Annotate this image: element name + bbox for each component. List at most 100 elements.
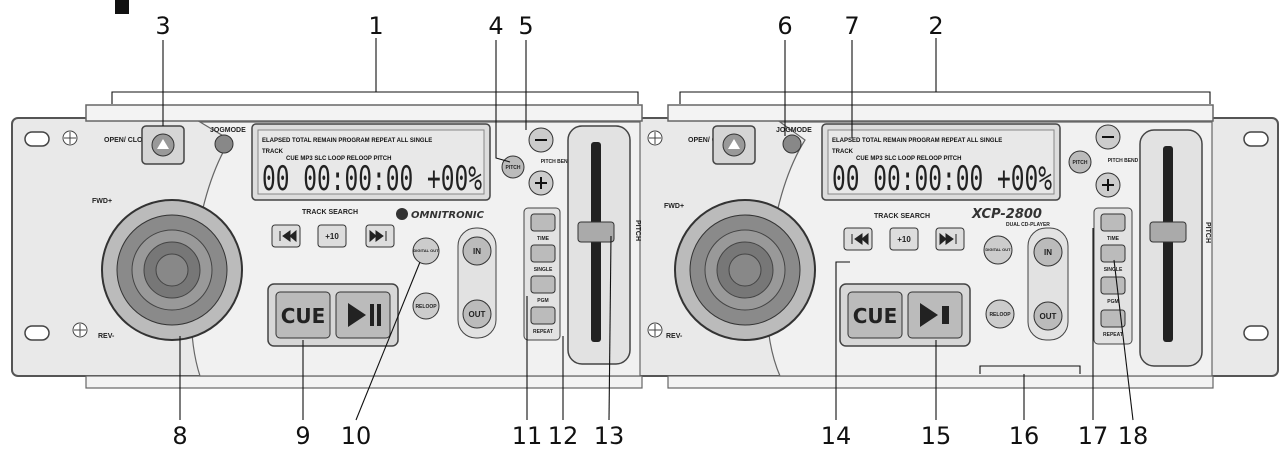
- loop-in-button[interactable]: [462, 236, 492, 266]
- pitch-bend-label: PITCH BEND: [541, 159, 572, 165]
- skip-back-icon: [279, 229, 297, 243]
- track-search-prev-button[interactable]: [271, 224, 301, 248]
- pitch-fader[interactable]: [1139, 129, 1203, 367]
- screw-icon: [62, 130, 78, 146]
- jogmode-button[interactable]: [782, 134, 802, 154]
- lcd-display: ELAPSED TOTAL REMAIN PROGRAM REPEAT ALL …: [821, 123, 1061, 201]
- track-search-plus10-button[interactable]: [889, 227, 919, 251]
- time-label: TIME: [1107, 236, 1120, 242]
- brand-omnitronic: OMNITRONIC: [411, 210, 485, 221]
- open-close-button[interactable]: [712, 125, 756, 165]
- callout-line-18: [1113, 259, 1134, 421]
- track-search-label: TRACK SEARCH: [874, 213, 930, 220]
- jog-wheel[interactable]: [101, 199, 243, 341]
- single-label: SINGLE: [1104, 267, 1123, 273]
- loop-out-label: OUT: [1040, 312, 1057, 321]
- eject-icon: [728, 139, 740, 149]
- track-search-next-button[interactable]: [935, 227, 965, 251]
- callout-line-2: [679, 38, 1211, 104]
- callout-line-1: [111, 38, 639, 104]
- callout-15: 15: [921, 422, 952, 450]
- open-close-button[interactable]: [141, 125, 185, 165]
- reloop-button[interactable]: [412, 292, 440, 320]
- callout-line-14: [835, 261, 850, 420]
- skip-forward-icon: [939, 232, 957, 246]
- callout-2: 2: [928, 12, 943, 40]
- cue-label: CUE: [281, 304, 326, 328]
- single-button[interactable]: [1100, 244, 1126, 263]
- play-pause-button[interactable]: [907, 291, 963, 339]
- lcd-track-label: TRACK: [262, 149, 284, 155]
- jogmode-label: JOGMODE: [210, 127, 246, 134]
- lcd-track-label: TRACK: [832, 149, 854, 155]
- pause-icon: [942, 306, 949, 324]
- cue-button[interactable]: [847, 291, 903, 339]
- callout-3: 3: [155, 12, 170, 40]
- jog-wheel[interactable]: [674, 199, 816, 341]
- pause-icon: [370, 304, 374, 326]
- loop-out-button[interactable]: [1033, 301, 1063, 331]
- callout-line-13: [608, 235, 612, 421]
- loop-out-button[interactable]: [462, 299, 492, 329]
- callout-7: 7: [844, 12, 859, 40]
- track-search-prev-button[interactable]: [843, 227, 873, 251]
- rack-slot: [1243, 325, 1269, 341]
- track-search-plus10-button[interactable]: [317, 224, 347, 248]
- pitch-bend-plus-button[interactable]: [1095, 172, 1121, 198]
- loop-in-button[interactable]: [1033, 237, 1063, 267]
- callout-leaders: [111, 38, 1211, 421]
- track-search-label: TRACK SEARCH: [302, 209, 358, 216]
- reloop-button[interactable]: [985, 299, 1015, 329]
- pitch-button[interactable]: [1068, 150, 1092, 174]
- digital-out-label: DIGITAL OUT: [985, 247, 1011, 252]
- callout-4: 4: [488, 12, 503, 40]
- plus10-label: +10: [897, 235, 911, 244]
- play-icon: [348, 303, 366, 327]
- pitch-fader-label: PITCH: [1204, 222, 1211, 243]
- pitch-bend-minus-button[interactable]: [528, 127, 554, 153]
- pitch-fader[interactable]: [567, 125, 631, 365]
- callout-16: 16: [1009, 422, 1040, 450]
- skip-forward-icon: [369, 229, 387, 243]
- callout-14: 14: [821, 422, 852, 450]
- pitch-button-label: PITCH: [506, 165, 521, 171]
- omnitronic-logo-icon: [396, 208, 408, 220]
- callout-line-4: [495, 40, 511, 163]
- pitch-fader-label: PITCH: [634, 220, 641, 241]
- digital-out-button[interactable]: [983, 235, 1013, 265]
- deck-right: OPEN/ CLOSE JOGMODE FWD+ REV- ELAPSED TO…: [664, 121, 1213, 377]
- repeat-button[interactable]: [530, 306, 556, 325]
- callout-13: 13: [594, 422, 625, 450]
- loop-in-label: IN: [473, 247, 481, 256]
- time-button[interactable]: [530, 213, 556, 232]
- repeat-label: REPEAT: [1103, 332, 1123, 338]
- single-button[interactable]: [530, 244, 556, 263]
- digital-out-button[interactable]: [412, 237, 440, 265]
- callout-17: 17: [1078, 422, 1109, 450]
- callout-numbers: 1 2 3 4 5 6 7 8 9 10 11 12 13 14 15 16 1…: [155, 12, 1148, 450]
- lcd-mode-indicators: CUE MP3 SLC LOOP RELOOP PITCH: [856, 156, 961, 162]
- rev-label: REV-: [666, 333, 683, 340]
- reloop-label: RELOOP: [989, 312, 1011, 318]
- pitch-bend-minus-button[interactable]: [1095, 124, 1121, 150]
- repeat-button[interactable]: [1100, 309, 1126, 328]
- pitch-bend-plus-button[interactable]: [528, 170, 554, 196]
- plus-icon: [535, 177, 547, 189]
- jogmode-button[interactable]: [214, 134, 234, 154]
- jogmode-label: JOGMODE: [776, 127, 812, 134]
- reloop-label: RELOOP: [415, 304, 437, 310]
- lcd-time-readout: 00 00:00:00 +00%: [832, 159, 1052, 199]
- pgm-button[interactable]: [530, 275, 556, 294]
- play-pause-button[interactable]: [335, 291, 391, 339]
- pgm-button[interactable]: [1100, 276, 1126, 295]
- repeat-label: REPEAT: [533, 329, 553, 335]
- callout-line-16: [979, 365, 1081, 420]
- cue-button[interactable]: [275, 291, 331, 339]
- callout-11: 11: [512, 422, 543, 450]
- play-icon: [920, 303, 938, 327]
- track-search-next-button[interactable]: [365, 224, 395, 248]
- time-button[interactable]: [1100, 213, 1126, 232]
- brand-model-subtitle: DUAL CD-PLAYER: [1006, 222, 1050, 228]
- callout-line-10: [355, 261, 421, 421]
- fwd-label: FWD+: [92, 198, 112, 205]
